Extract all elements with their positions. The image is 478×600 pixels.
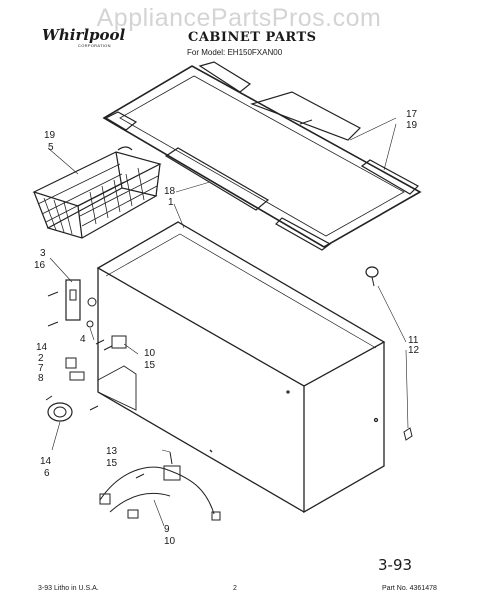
callout-16: 16 (34, 260, 46, 271)
leader-lines (47, 117, 409, 527)
callout-1: 1 (168, 197, 174, 208)
footer-part-number: Part No. 4361478 (382, 585, 437, 592)
callout-11: 11 (408, 335, 419, 346)
watermark: AppliancePartsPros.com (96, 4, 382, 32)
lid-gasket-frame (102, 61, 422, 251)
callout-14-upper: 14 (36, 342, 48, 353)
callout-7: 7 (38, 363, 44, 374)
callout-18: 18 (164, 186, 176, 197)
footer-page-number: 2 (233, 585, 237, 592)
callout-8: 8 (38, 373, 44, 384)
brand-logo: Whirlpool (42, 26, 126, 44)
freezer-cabinet (96, 221, 386, 514)
brand-subtitle: CORPORATION (78, 43, 111, 48)
leveling-leg (365, 266, 413, 441)
callout-10-upper: 10 (144, 348, 156, 359)
callout-4: 4 (80, 334, 86, 345)
part-callouts: 17 19 19 5 18 1 3 16 14 2 7 8 4 10 15 11… (34, 109, 420, 547)
callout-17: 17 (406, 109, 418, 120)
model-number: For Model: EH150FXAN00 (187, 48, 283, 57)
callout-15-lower: 15 (106, 458, 118, 469)
footer-litho: 3-93 Litho in U.S.A. (38, 585, 99, 592)
callout-15-upper: 15 (144, 360, 156, 371)
light-socket-assembly (45, 357, 99, 422)
callout-9: 9 (164, 524, 170, 535)
callout-14-lower: 14 (40, 456, 52, 467)
callout-5: 5 (48, 142, 54, 153)
thermostat-bracket (95, 335, 127, 351)
callout-2: 2 (38, 353, 44, 364)
callout-13: 13 (106, 446, 118, 457)
wire-basket (32, 146, 162, 239)
page-title: CABINET PARTS (188, 30, 317, 45)
wiring-harness (99, 451, 221, 521)
callout-10-lower: 10 (164, 536, 176, 547)
hinge-assembly (47, 279, 97, 328)
callout-3: 3 (40, 248, 46, 259)
callout-19-left: 19 (44, 130, 56, 141)
callout-19-right: 19 (406, 120, 418, 131)
handwritten-date: 3-93 (378, 556, 413, 574)
callout-6: 6 (44, 468, 50, 479)
callout-12: 12 (408, 345, 420, 356)
